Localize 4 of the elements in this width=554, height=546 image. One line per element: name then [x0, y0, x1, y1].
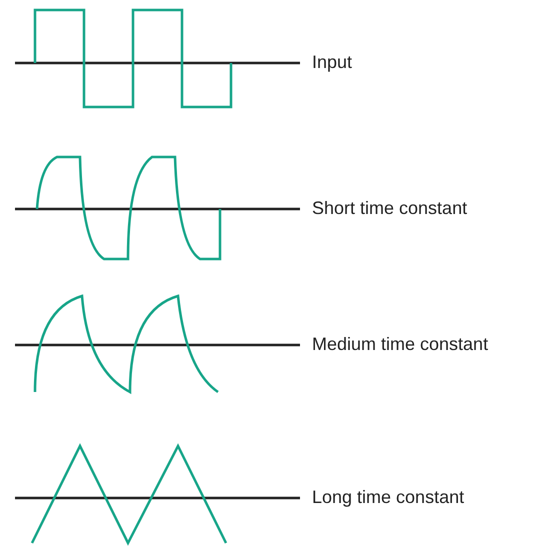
waveform-label: Long time constant — [312, 487, 464, 507]
waveform-label: Short time constant — [312, 198, 468, 218]
waveform-label: Input — [312, 52, 352, 72]
waveform-label: Medium time constant — [312, 334, 488, 354]
